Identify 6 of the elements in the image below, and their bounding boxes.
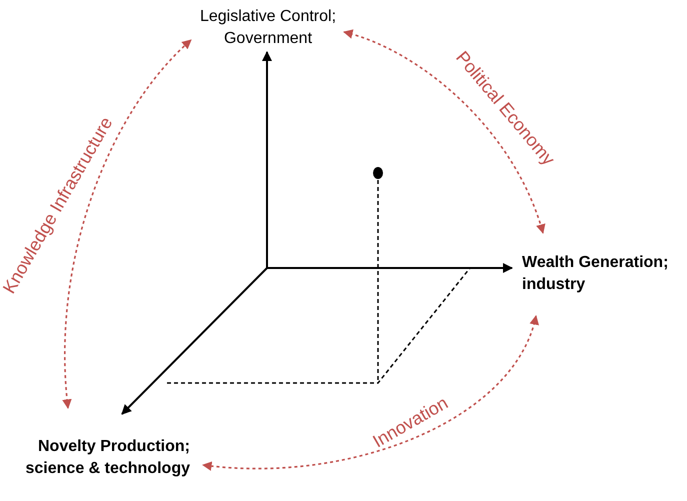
curved-arrow <box>343 30 545 234</box>
axis-label: Legislative Control; Government <box>198 7 338 49</box>
axis-label: Wealth Generation; industry <box>522 253 670 295</box>
curved-arrow <box>62 39 192 409</box>
axis-label: Novelty Production; science & technology <box>24 437 190 479</box>
curved-arrow <box>202 315 538 471</box>
